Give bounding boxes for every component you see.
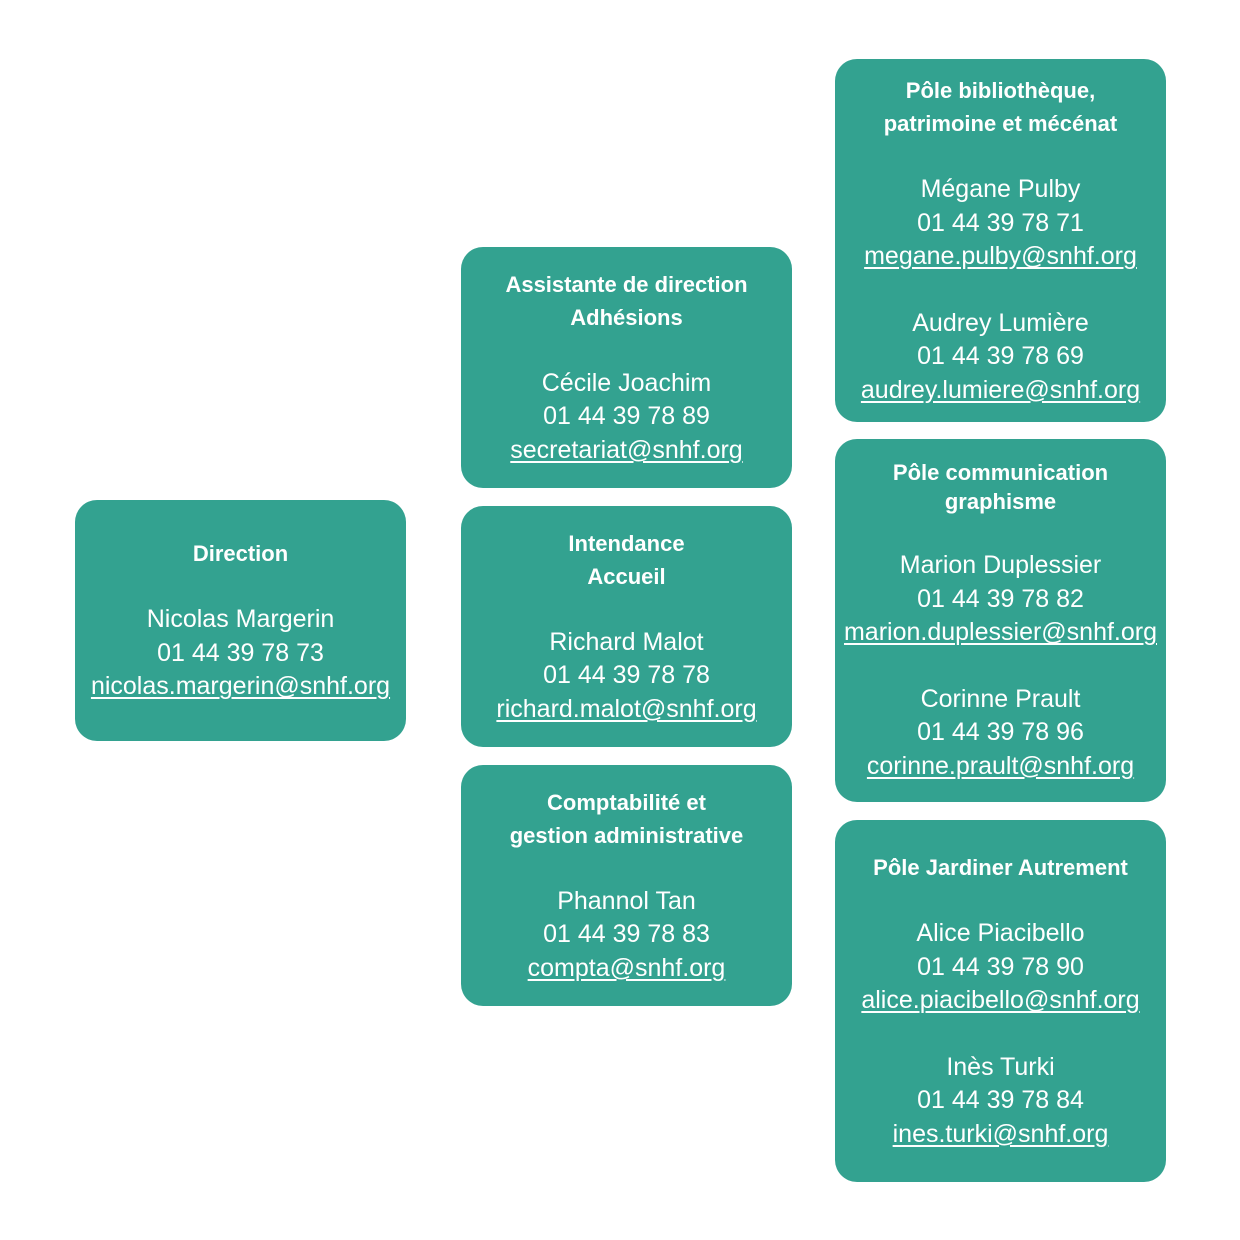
card-title-line: Assistante de direction <box>505 271 748 297</box>
card-title-line: Comptabilité et <box>547 789 706 815</box>
contact-phone: 01 44 39 78 96 <box>917 718 1084 746</box>
contact-phone: 01 44 39 78 90 <box>917 952 1084 981</box>
card-title-line: gestion administrative <box>509 822 744 848</box>
contact-entry: Corinne Prault 01 44 39 78 96 corinne.pr… <box>867 683 1134 784</box>
contact-entry: Phannol Tan 01 44 39 78 83 compta@snhf.o… <box>528 885 726 986</box>
card-pole-jardiner-autrement: Pôle Jardiner Autrement Alice Piacibello… <box>835 820 1166 1182</box>
contact-email-link[interactable]: ines.turki@snhf.org <box>892 1119 1109 1148</box>
contact-email-link[interactable]: nicolas.margerin@snhf.org <box>90 672 391 701</box>
contact-name: Marion Duplessier <box>899 551 1102 579</box>
contact-name: Corinne Prault <box>920 684 1081 713</box>
card-title-line: Adhésions <box>570 304 683 330</box>
contact-entry: Audrey Lumière 01 44 39 78 69 audrey.lum… <box>861 307 1140 408</box>
contact-phone: 01 44 39 78 69 <box>917 342 1084 370</box>
contact-entry: Mégane Pulby 01 44 39 78 71 megane.pulby… <box>864 173 1137 274</box>
card-title-line: Accueil <box>587 563 666 589</box>
contact-name: Richard Malot <box>549 627 704 656</box>
contact-phone: 01 44 39 78 82 <box>917 584 1084 613</box>
contact-entry: Alice Piacibello 01 44 39 78 90 alice.pi… <box>861 917 1139 1018</box>
card-title-line: Pôle communication <box>892 460 1109 485</box>
contact-entry: Inès Turki 01 44 39 78 84 ines.turki@snh… <box>893 1051 1109 1152</box>
contact-phone: 01 44 39 78 84 <box>917 1086 1084 1114</box>
contact-email-link[interactable]: compta@snhf.org <box>527 953 726 982</box>
card-direction: Direction Nicolas Margerin 01 44 39 78 7… <box>75 500 406 741</box>
contact-phone: 01 44 39 78 89 <box>543 402 710 431</box>
contact-phone: 01 44 39 78 83 <box>543 920 710 949</box>
card-pole-communication: Pôle communication graphisme Marion Dupl… <box>835 439 1166 802</box>
contact-email-link[interactable]: alice.piacibello@snhf.org <box>861 986 1140 1014</box>
card-title: Direction <box>192 541 289 567</box>
card-title-line: Intendance <box>568 530 685 556</box>
contact-entry: Cécile Joachim 01 44 39 78 89 secretaria… <box>510 367 742 468</box>
contact-email-link[interactable]: audrey.lumiere@snhf.org <box>860 375 1141 404</box>
card-assistante-direction: Assistante de direction Adhésions Cécile… <box>461 247 792 488</box>
card-title-line: Pôle bibliothèque, <box>905 78 1096 103</box>
contact-name: Nicolas Margerin <box>146 605 335 634</box>
contact-email-link[interactable]: megane.pulby@snhf.org <box>864 242 1137 270</box>
contact-name: Phannol Tan <box>557 886 696 915</box>
contact-email-link[interactable]: richard.malot@snhf.org <box>496 694 757 723</box>
contact-phone: 01 44 39 78 78 <box>543 661 710 690</box>
contact-name: Inès Turki <box>946 1052 1055 1081</box>
contact-phone: 01 44 39 78 71 <box>917 208 1084 237</box>
contact-email-link[interactable]: corinne.prault@snhf.org <box>866 751 1135 780</box>
contact-phone: 01 44 39 78 73 <box>157 638 324 667</box>
contact-name: Alice Piacibello <box>916 919 1085 947</box>
card-title: Pôle Jardiner Autrement <box>873 855 1128 880</box>
contact-name: Cécile Joachim <box>541 368 712 397</box>
contact-entry: Marion Duplessier 01 44 39 78 82 marion.… <box>844 549 1157 650</box>
card-title-line: patrimoine et mécénat <box>883 111 1118 136</box>
contact-email-link[interactable]: secretariat@snhf.org <box>510 435 743 464</box>
card-intendance: Intendance Accueil Richard Malot 01 44 3… <box>461 506 792 747</box>
contact-name: Audrey Lumière <box>912 308 1089 337</box>
contact-name: Mégane Pulby <box>920 175 1081 203</box>
card-pole-bibliotheque: Pôle bibliothèque, patrimoine et mécénat… <box>835 59 1166 422</box>
contact-email-link[interactable]: marion.duplessier@snhf.org <box>843 618 1158 646</box>
contact-entry: Nicolas Margerin 01 44 39 78 73 nicolas.… <box>91 603 390 704</box>
contact-entry: Richard Malot 01 44 39 78 78 richard.mal… <box>496 626 756 727</box>
card-title-line: graphisme <box>944 489 1057 514</box>
card-comptabilite: Comptabilité et gestion administrative P… <box>461 765 792 1006</box>
